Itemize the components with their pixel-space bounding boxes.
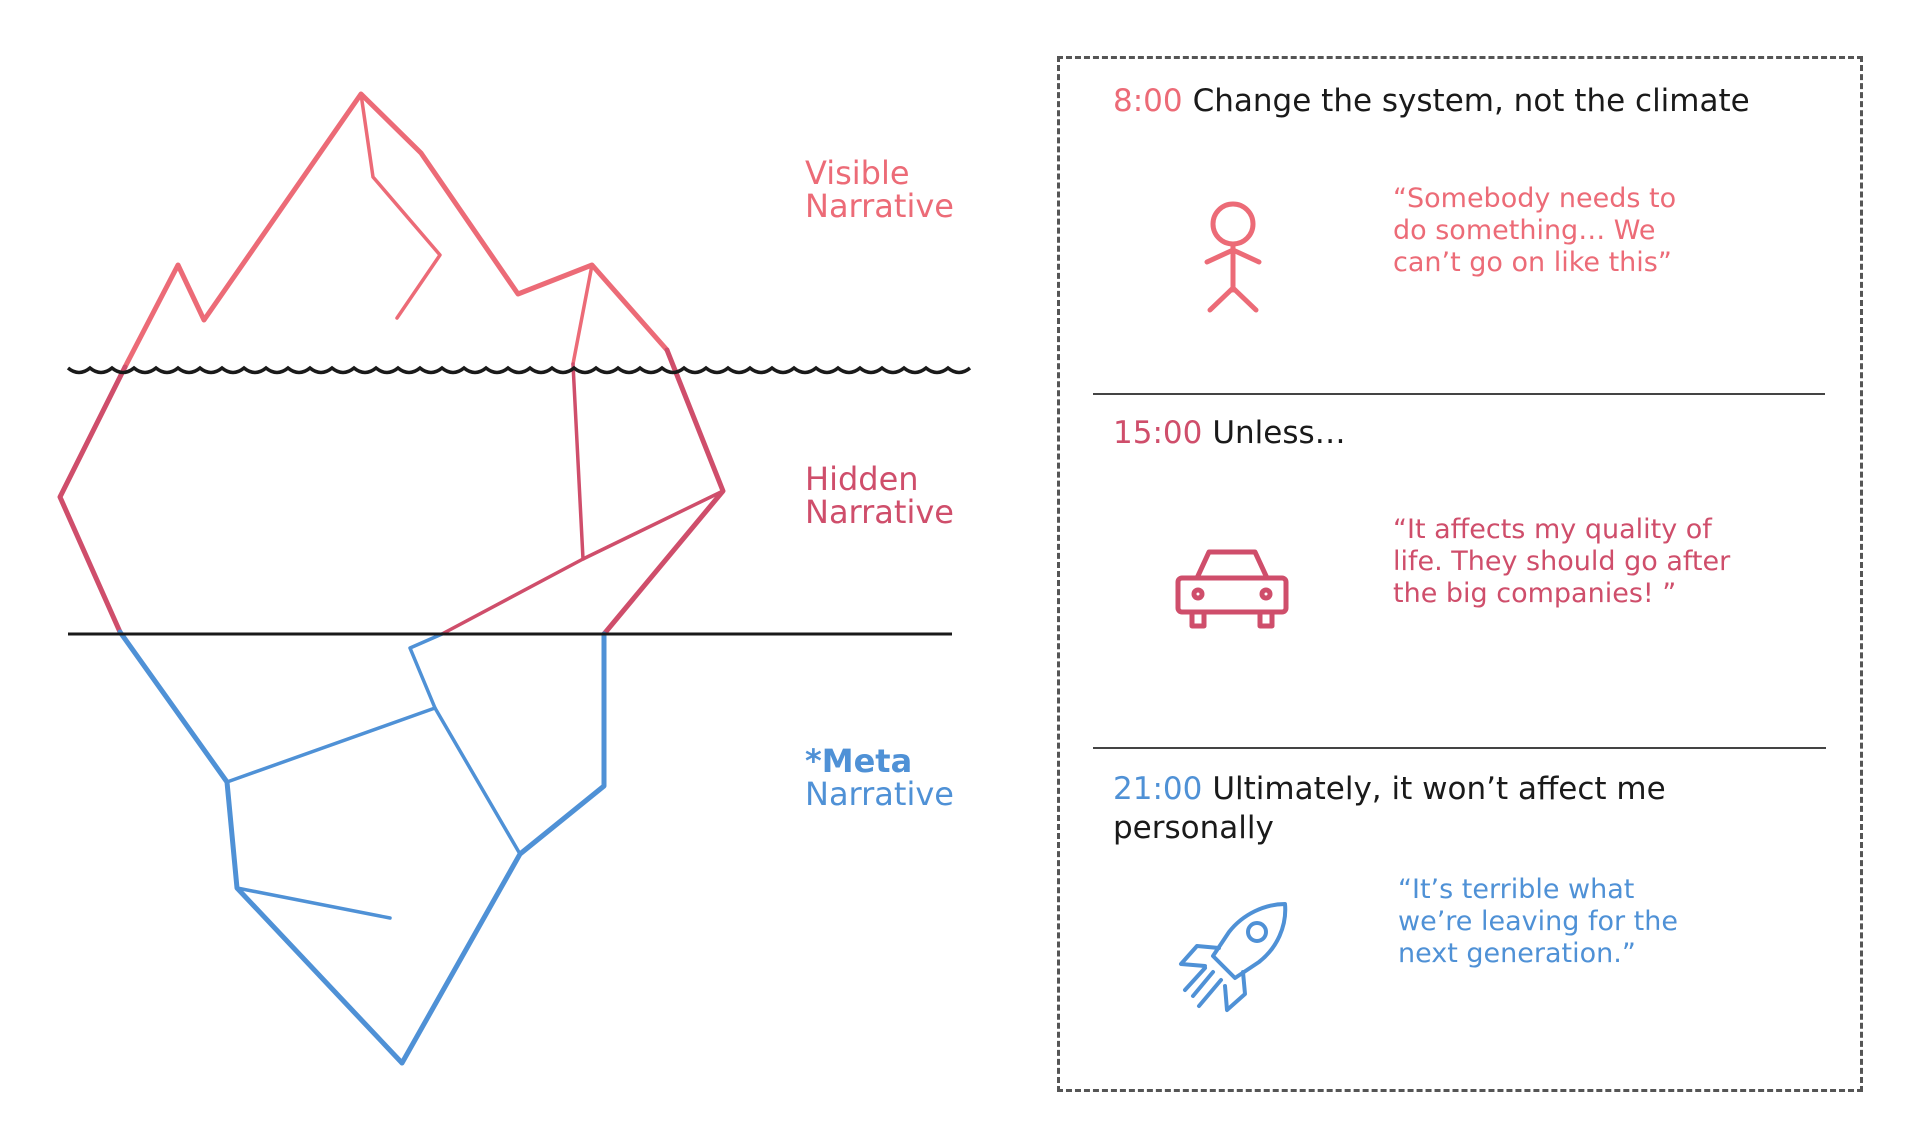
visible-label-line2: Narrative	[805, 187, 954, 225]
meta-narrative-label: *Meta Narrative	[805, 745, 954, 811]
timeline-panel	[1057, 56, 1863, 1092]
iceberg-base-meta	[117, 629, 607, 1066]
visible-label-line1: Visible	[805, 154, 910, 192]
entry-21-title: Ultimately, it won’t affect me personall…	[1113, 771, 1666, 846]
stick-figure-icon	[1204, 201, 1262, 313]
water-surface-wave	[66, 365, 972, 375]
visible-narrative-label: Visible Narrative	[805, 157, 954, 223]
iceberg-middle-hidden	[57, 347, 726, 637]
entry-8-title: Change the system, not the climate	[1192, 83, 1750, 119]
hidden-label-line1: Hidden	[805, 460, 919, 498]
iceberg-tip-visible	[122, 91, 670, 370]
entry-21-quote: “It’s terrible what we’re leaving for th…	[1398, 874, 1678, 969]
rocket-icon	[1179, 902, 1288, 1012]
entry-8-time: 8:00	[1113, 83, 1183, 119]
hidden-label-line2: Narrative	[805, 493, 954, 531]
car-icon	[1175, 549, 1289, 629]
entry-divider-1	[1093, 393, 1825, 395]
entry-21-time: 21:00	[1113, 771, 1203, 807]
meta-label-line1: *Meta	[805, 742, 913, 780]
entry-divider-2	[1093, 747, 1826, 749]
iceberg-diagram	[57, 91, 972, 1066]
entry-8-quote: “Somebody needs to do something… We can’…	[1393, 183, 1677, 278]
entry-15-quote: “It affects my quality of life. They sho…	[1393, 514, 1731, 609]
entry-15-time: 15:00	[1113, 415, 1203, 451]
hidden-narrative-label: Hidden Narrative	[805, 463, 954, 529]
meta-label-line2: Narrative	[805, 775, 954, 813]
entry-15-title: Unless…	[1212, 415, 1346, 451]
